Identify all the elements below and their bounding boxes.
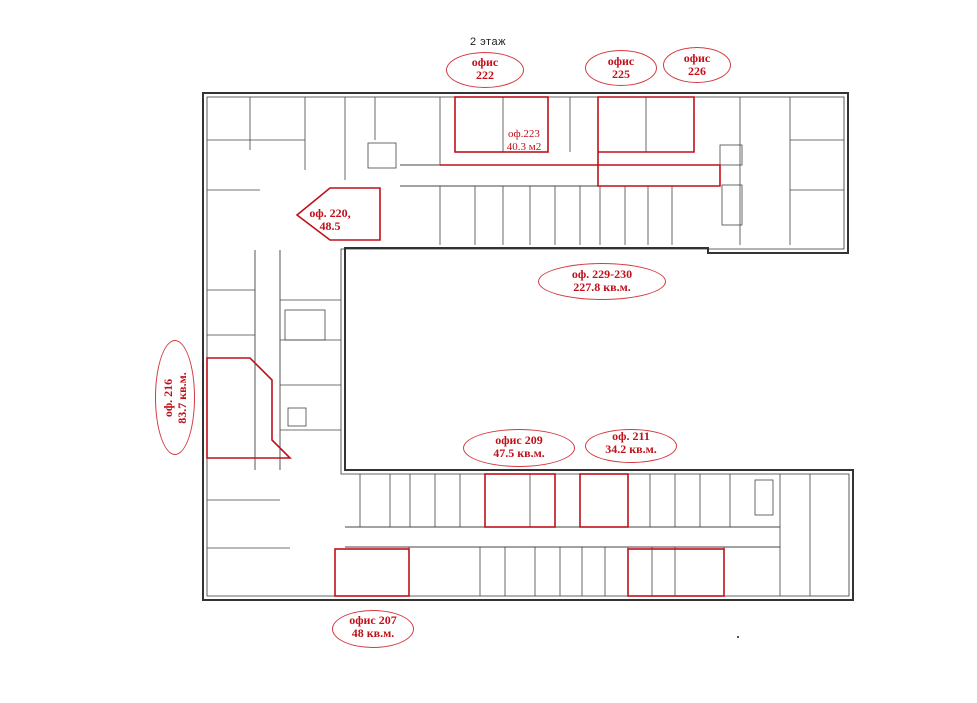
office-209-line2: 47.5 кв.м. xyxy=(493,446,545,460)
office-229-230-line1: оф. 229-230 xyxy=(571,267,633,281)
office-207-label: офис 207 48 кв.м. xyxy=(332,614,414,640)
room-bottom-outline xyxy=(627,548,725,597)
highlighted-offices xyxy=(206,96,725,597)
office-223-label: оф.223 40.3 м2 xyxy=(496,128,552,154)
bottom-wing-rooms xyxy=(359,474,811,596)
office-226-label: офис 226 xyxy=(663,52,731,78)
floor-title: 2 этаж xyxy=(470,36,506,48)
office-229-230-line2: 227.8 кв.м. xyxy=(573,280,631,294)
office-222-line2: 222 xyxy=(476,68,494,82)
office-223-line1: оф.223 xyxy=(508,128,540,140)
office-226-line1: офис xyxy=(683,51,711,65)
room-229-230-outline xyxy=(440,96,721,187)
office-211-line1: оф. 211 xyxy=(612,429,650,443)
building-walls xyxy=(202,92,854,601)
office-225-label: офис 225 xyxy=(585,55,657,81)
office-211-oval xyxy=(585,429,677,463)
office-220-line2: 48.5 xyxy=(319,219,341,233)
office-216-label: оф. 216 83.7 кв.м. xyxy=(161,348,189,448)
office-209-oval xyxy=(463,429,575,467)
room-211-outline xyxy=(579,473,629,528)
office-229-230-oval xyxy=(538,263,666,300)
office-216-line1: оф. 216 xyxy=(161,378,175,418)
office-222-line1: офис xyxy=(471,55,499,69)
office-207-oval xyxy=(332,610,414,648)
office-216-line2: 83.7 кв.м. xyxy=(175,372,189,424)
office-225-line1: офис xyxy=(607,54,635,68)
office-229-230-label: оф. 229-230 227.8 кв.м. xyxy=(538,268,666,294)
office-207-line1: офис 207 xyxy=(349,613,397,627)
office-225-oval xyxy=(585,50,657,86)
left-wing-rooms xyxy=(207,289,341,549)
office-226-oval xyxy=(663,47,731,83)
office-209-label: офис 209 47.5 кв.м. xyxy=(463,434,575,460)
office-220-label: оф. 220, 48.5 xyxy=(302,207,358,233)
office-226-line2: 226 xyxy=(688,64,706,78)
office-222-label: офис 222 xyxy=(446,56,524,82)
office-220-line1: оф. 220, xyxy=(309,206,351,220)
office-209-line1: офис 209 xyxy=(495,433,543,447)
room-223-outline xyxy=(454,96,549,153)
stray-mark xyxy=(737,636,739,638)
office-223-line2: 40.3 м2 xyxy=(506,141,542,153)
room-209-outline xyxy=(484,473,556,528)
office-222-oval xyxy=(446,52,524,88)
room-220-outline xyxy=(295,187,381,241)
office-225-line2: 225 xyxy=(612,67,630,81)
room-216-outline xyxy=(206,357,292,459)
office-207-line2: 48 кв.м. xyxy=(351,626,395,640)
office-211-label: оф. 211 34.2 кв.м. xyxy=(585,430,677,456)
office-216-oval xyxy=(155,340,195,455)
office-211-line2: 34.2 кв.м. xyxy=(605,442,657,456)
room-207-outline xyxy=(334,548,410,597)
